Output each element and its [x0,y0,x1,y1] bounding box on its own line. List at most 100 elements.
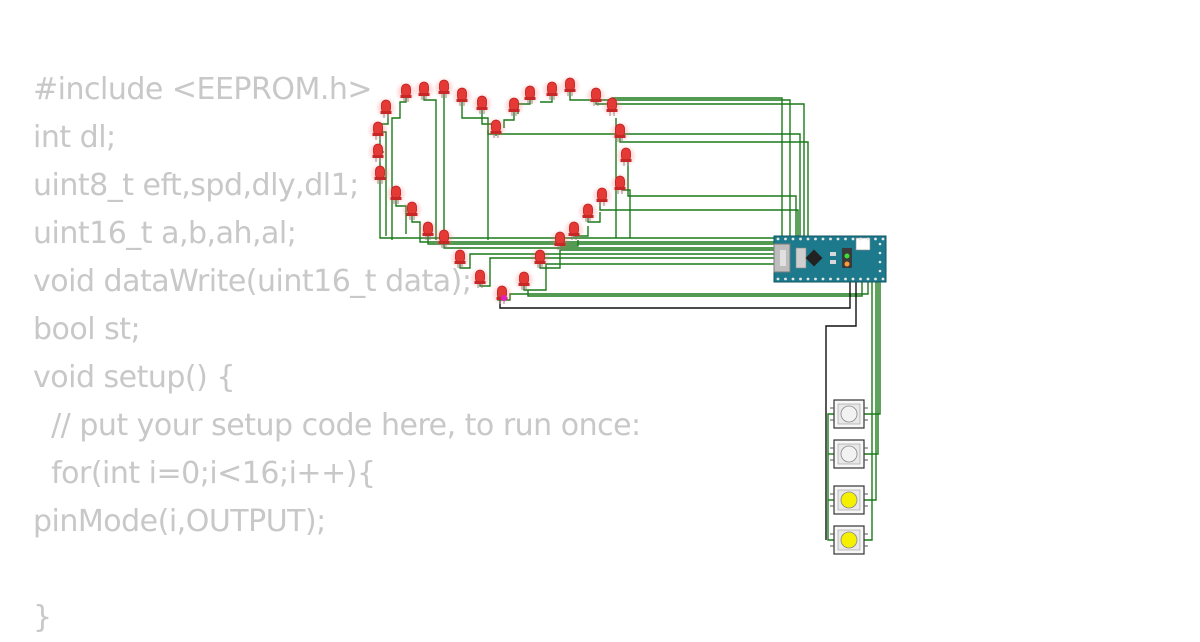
wire [864,276,877,501]
wire [611,97,783,240]
led[interactable] [519,83,541,105]
button-cap[interactable] [840,445,858,463]
led[interactable] [375,97,397,119]
header-pin [874,237,877,241]
wire [459,253,776,269]
led[interactable] [609,121,631,143]
led[interactable] [471,93,493,115]
header-pin [866,277,870,281]
pin-marker [501,295,507,301]
led[interactable] [485,117,507,139]
led-rim [568,233,580,236]
push-button-white[interactable] [830,439,868,469]
led[interactable] [513,269,535,291]
led-rim [590,99,602,102]
push-button-yellow[interactable] [830,485,868,515]
code-line: int dl; [33,120,116,155]
led[interactable] [591,185,613,207]
code-line: for(int i=0;i<16;i++){ [33,456,376,491]
header-pin [878,260,882,264]
header-pin [776,237,780,241]
led[interactable] [367,119,389,141]
led[interactable] [395,81,417,103]
led[interactable] [601,95,623,117]
header-pin [776,277,780,281]
led[interactable] [433,77,455,99]
led-rim [614,135,626,138]
header-pin [814,237,817,241]
code-line: void setup() { [33,360,235,395]
wire [487,130,801,240]
header-pin [784,277,787,281]
code-line: #include <EEPROM.h> [33,72,373,107]
led[interactable] [491,283,513,305]
reset-button[interactable] [855,237,871,251]
code-line: // put your setup code here, to run once… [33,408,641,443]
led-rim [372,133,384,136]
led-rim [374,177,386,180]
led[interactable] [417,219,439,241]
led[interactable] [369,163,391,185]
header-pin [829,237,832,241]
smd-part [830,260,836,264]
led[interactable] [585,85,607,107]
wire [523,263,776,291]
header-pin [821,237,825,241]
led[interactable] [577,201,599,223]
header-pin [881,277,885,281]
led[interactable] [529,247,551,269]
code-line: void dataWrite(uint16_t data); [33,264,472,299]
push-button-yellow[interactable] [830,525,868,555]
header-pin [859,237,862,241]
button-cap[interactable] [840,531,858,549]
led[interactable] [449,247,471,269]
wire [461,100,489,240]
header-pin [799,237,802,241]
header-pin [821,277,825,281]
led-rim [596,199,608,202]
led[interactable] [469,267,491,289]
push-buttons[interactable] [830,399,868,555]
led[interactable] [559,75,581,97]
led[interactable] [385,183,407,205]
arduino-nano-board[interactable] [773,235,887,283]
wire [423,94,437,240]
button-cap[interactable] [840,405,858,423]
led-rim [390,197,402,200]
led-rim [372,155,384,158]
header-pin [881,237,885,241]
led[interactable] [503,95,525,117]
chip [805,249,823,267]
led-rim [422,233,434,236]
led-rim [524,97,536,100]
code-editor-text: #include <EEPROM.h> int dl; uint8_t eft,… [33,66,641,642]
code-line: } [33,600,52,635]
led[interactable] [401,199,423,221]
header-pins [776,237,885,281]
led[interactable] [549,229,571,251]
led[interactable] [615,145,637,167]
led[interactable] [541,79,563,101]
led[interactable] [451,85,473,107]
power-led-icon [844,253,850,259]
led-rim [518,283,530,286]
wire [864,276,879,455]
wire [595,100,805,240]
led-rim [508,109,520,112]
header-pin [836,237,840,241]
led[interactable] [367,141,389,163]
led-rim [400,95,412,98]
led[interactable] [609,173,631,195]
push-button-white[interactable] [830,399,868,429]
regulator [795,247,807,269]
code-line: uint8_t eft,spd,dly,dl1; [33,168,359,203]
header-pin [836,277,840,281]
led[interactable] [433,227,455,249]
button-cap[interactable] [840,491,858,509]
led[interactable] [413,79,435,101]
board-pcb [773,235,887,283]
led-rim [606,109,618,112]
smd-part [830,252,836,256]
led-rim [438,241,450,244]
led-heart[interactable] [367,75,637,305]
